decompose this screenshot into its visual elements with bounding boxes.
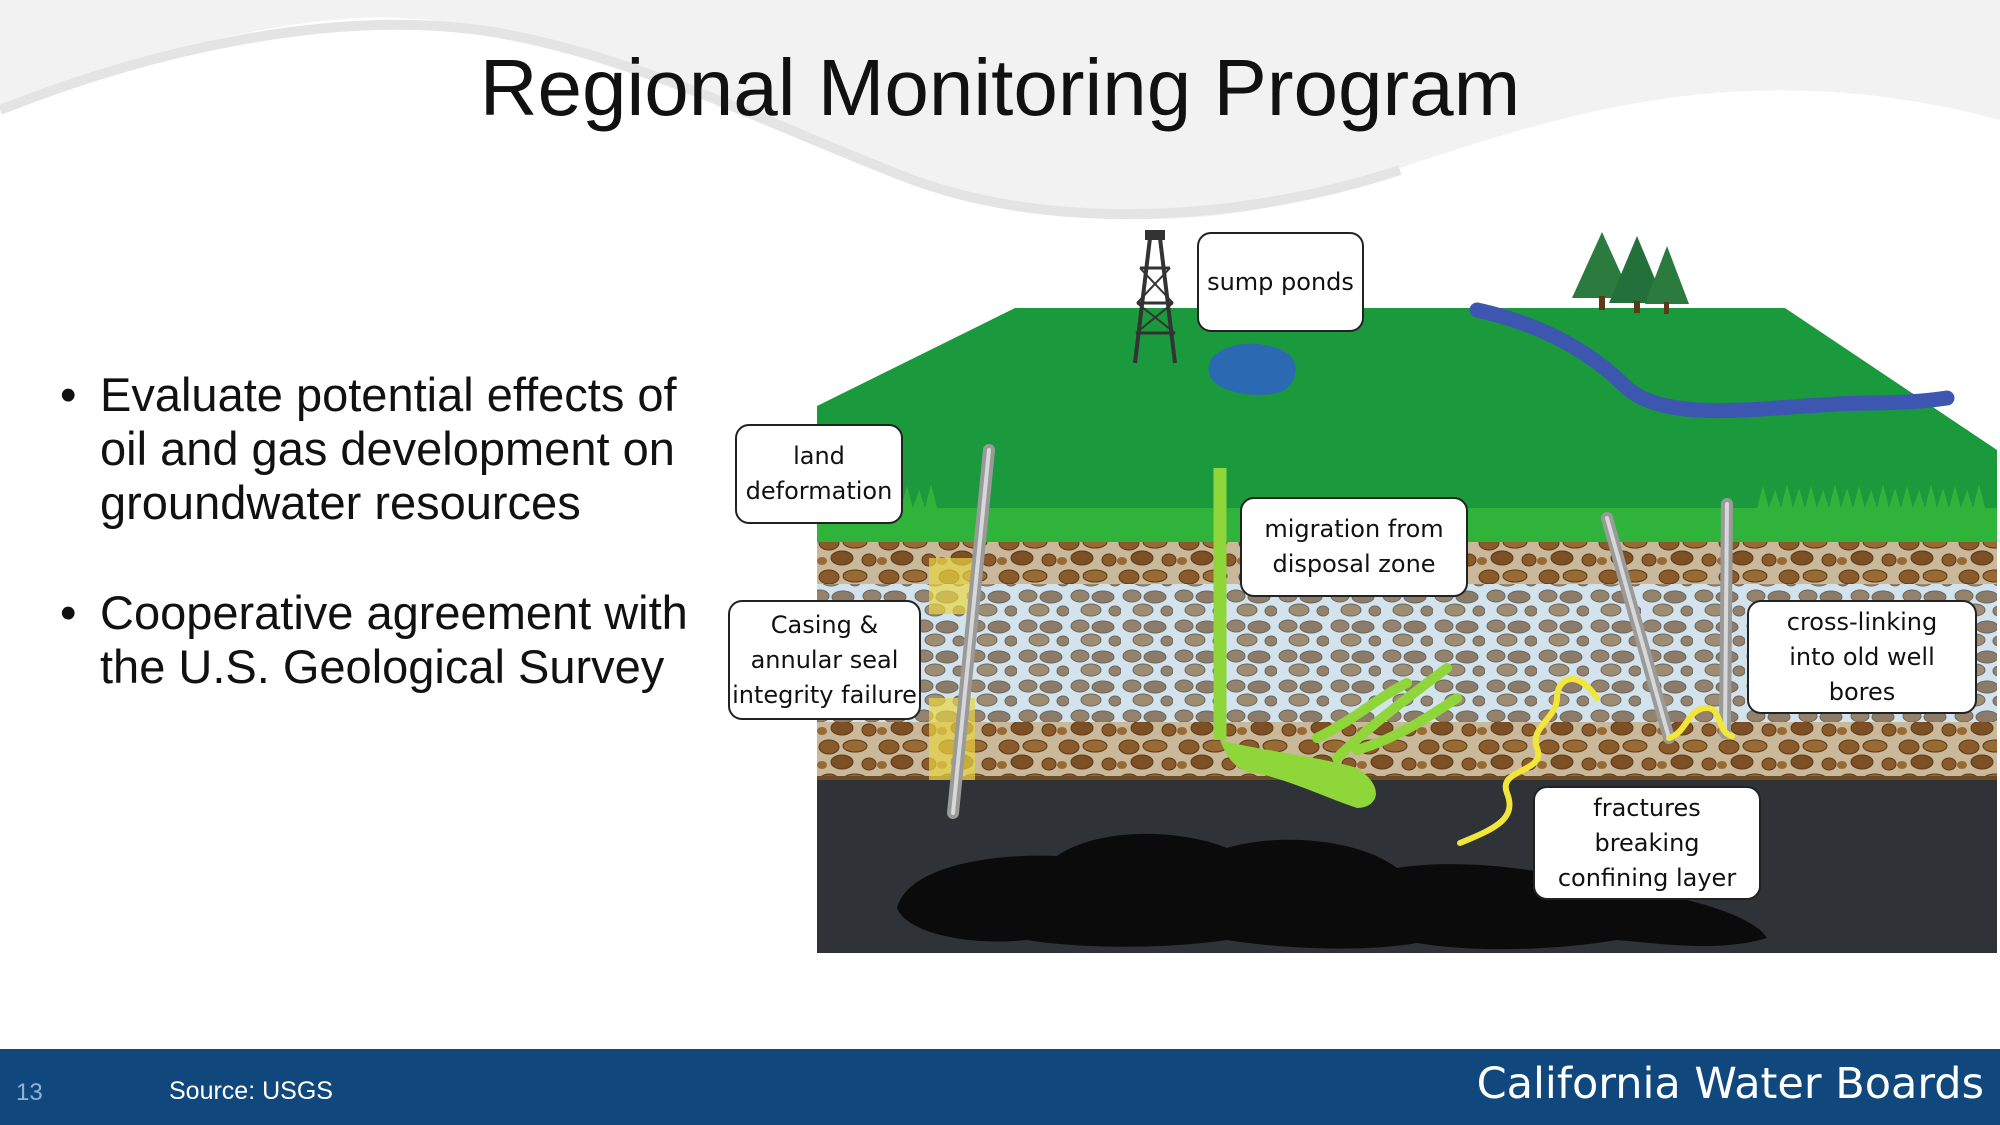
callout-cross-linking: cross-linking into old well bores [1747,600,1977,714]
page-number: 13 [16,1079,43,1106]
callout-sump-ponds: sump ponds [1197,232,1364,332]
background-swoosh [0,0,2000,220]
bullet-list: • Evaluate potential effects of oil and … [58,368,698,750]
slide-title: Regional Monitoring Program [479,43,1521,132]
source-credit: Source: USGS [169,1077,333,1105]
callout-land-deformation: land deformation [735,424,903,524]
contaminant-plume [1220,740,1376,808]
oil-reservoir [897,833,1767,950]
bullet-text: Evaluate potential effects of oil and ga… [100,368,677,529]
casing-failure-zone [929,558,975,614]
bullet-dot-icon: • [60,368,77,421]
ground-surface [817,308,1997,528]
river [1469,302,1955,419]
callout-fractures: fractures breaking confining layer [1533,786,1761,900]
bullet-item: • Cooperative agreement with the U.S. Ge… [58,586,698,694]
bullet-text: Cooperative agreement with the U.S. Geol… [100,586,688,693]
groundwater-diagram: sump ponds land deformation migration fr… [728,228,1997,953]
footer-bar: 13 Source: USGS California Water Boards [0,1049,2000,1125]
callout-migration: migration from disposal zone [1240,497,1468,597]
fracture-line [1457,676,1600,846]
fracture-line [1666,704,1735,741]
pine-trees-icon [1572,232,1689,314]
brand-name: California Water Boards [1476,1059,1984,1109]
bullet-item: • Evaluate potential effects of oil and … [58,368,698,530]
sump-pond [1208,343,1296,395]
oil-derrick-icon [1133,230,1177,364]
callout-casing: Casing & annular seal integrity failure [728,600,921,720]
bullet-dot-icon: • [60,586,77,639]
